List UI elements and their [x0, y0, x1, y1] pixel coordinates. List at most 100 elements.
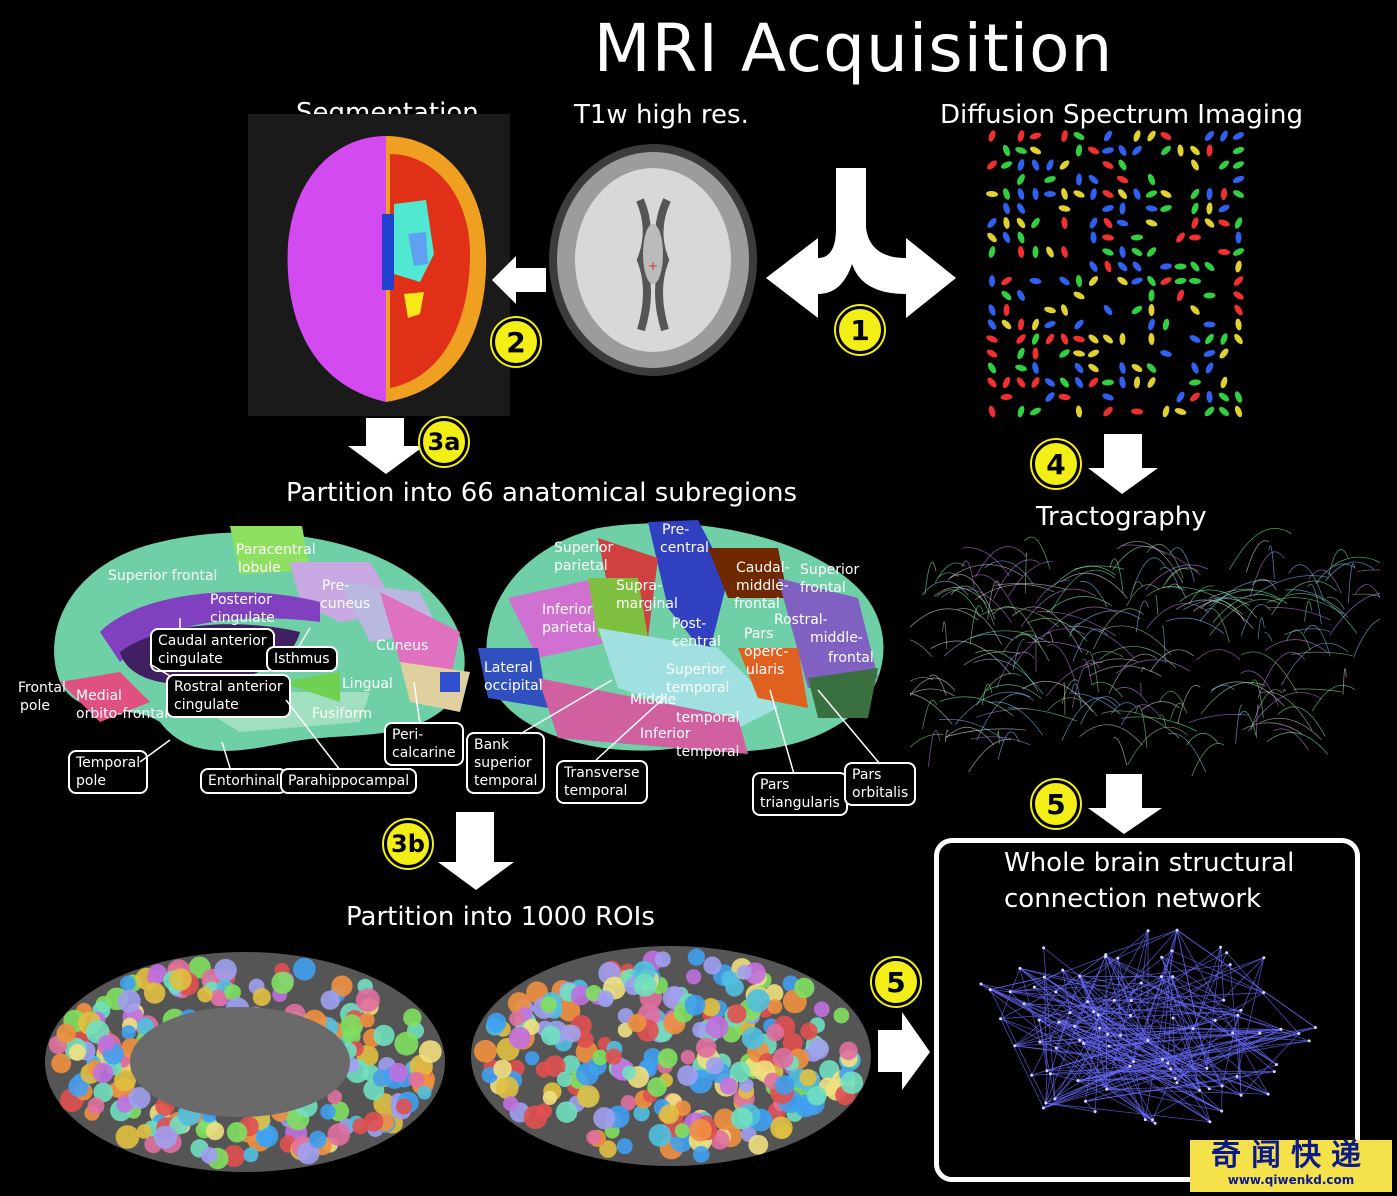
label-precentral-2: central: [660, 540, 709, 556]
step-4-badge: 4: [1032, 440, 1080, 488]
step-2-badge: 2: [492, 318, 540, 366]
label-caudal-middle-frontal-3: frontal: [734, 596, 780, 612]
label-posterior-cingulate-2: cingulate: [210, 610, 275, 626]
label-supramarginal-2: marginal: [616, 596, 678, 612]
box-pericalcarine-line1: Peri-: [392, 727, 424, 743]
dsi-heading: Diffusion Spectrum Imaging: [940, 100, 1303, 130]
box-transverse-temporal: Transverse temporal: [556, 760, 648, 804]
label-inferior-temporal-2: temporal: [676, 744, 740, 760]
network-heading-line2: connection network: [1004, 884, 1262, 914]
label-superior-parietal-1: Superior: [554, 540, 614, 556]
label-lingual: Lingual: [342, 676, 393, 692]
step-3b-badge: 3b: [384, 820, 432, 868]
box-temporal-pole: Temporal pole: [68, 750, 149, 794]
box-pars-tri-line1: Pars: [760, 777, 790, 793]
label-frontal-pole-1: Frontal: [18, 680, 66, 696]
label-rostral-middle-frontal-3: frontal: [828, 650, 874, 666]
box-bank-superior-temporal: Bank superior temporal: [466, 732, 546, 794]
label-pars-opercularis-2: operc-: [744, 644, 789, 660]
watermark-chinese: 奇闻快递: [1211, 1138, 1371, 1173]
arrow-down-3b-icon: [438, 812, 514, 890]
roi-medial-brain: [45, 952, 445, 1172]
arrow-down-5-icon: [1088, 774, 1162, 834]
arrow-down-3a-icon: [348, 418, 424, 474]
label-superior-temporal-2: temporal: [666, 680, 730, 696]
label-superior-temporal-1: Superior: [666, 662, 726, 678]
label-superior-frontal-lat-2: frontal: [800, 580, 846, 596]
partition-66-heading: Partition into 66 anatomical subregions: [286, 478, 798, 508]
label-precentral-1: Pre-: [662, 522, 690, 538]
step-3a-badge: 3a: [420, 418, 468, 466]
step-5b-badge: 5: [872, 958, 920, 1006]
box-isthmus: Isthmus: [266, 646, 338, 672]
label-frontal-pole-2: pole: [20, 698, 50, 714]
label-caudal-middle-frontal-1: Caudal-: [736, 560, 790, 576]
page-title: MRI Acquisition: [593, 10, 1114, 87]
t1w-heading: T1w high res.: [574, 100, 749, 130]
label-inferior-temporal-1: Inferior: [640, 726, 691, 742]
box-pars-orbitalis: Pars orbitalis: [844, 762, 917, 806]
watermark-url: www.qiwenkd.com: [1227, 1173, 1355, 1187]
label-inferior-parietal-2: parietal: [542, 620, 596, 636]
arrow-to-segmentation-icon: [492, 256, 546, 304]
label-superior-parietal-2: parietal: [554, 558, 608, 574]
label-medial-orbitofrontal-1: Medial: [76, 688, 122, 704]
arrow-right-5-icon: [878, 1012, 930, 1090]
arrow-down-4-icon: [1088, 434, 1158, 494]
box-rostral-anterior-line2: cingulate: [174, 697, 239, 713]
box-bank-line1: Bank: [474, 737, 510, 753]
network-panel: [934, 838, 1360, 1182]
box-caudal-anterior-cingulate: Caudal anterior cingulate: [150, 628, 275, 672]
label-posterior-cingulate-1: Posterior: [210, 592, 272, 608]
box-caudal-anterior-line1: Caudal anterior: [158, 633, 267, 649]
label-postcentral-1: Post-: [672, 616, 707, 632]
box-pericalcarine-line2: calcarine: [392, 745, 456, 761]
box-caudal-anterior-line2: cingulate: [158, 651, 223, 667]
box-pars-orb-line1: Pars: [852, 767, 882, 783]
box-rostral-anterior-line1: Rostral anterior: [174, 679, 283, 695]
label-middle-temporal-2: temporal: [676, 710, 740, 726]
label-postcentral-2: central: [672, 634, 721, 650]
box-transverse-line2: temporal: [564, 783, 628, 799]
label-pars-opercularis-1: Pars: [744, 626, 774, 642]
box-pericalcarine: Peri- calcarine: [384, 722, 464, 766]
label-caudal-middle-frontal-2: middle-: [736, 578, 789, 594]
label-paracentral-2: lobule: [238, 560, 281, 576]
partition-1000-heading: Partition into 1000 ROIs: [346, 902, 655, 932]
label-fusiform: Fusiform: [312, 706, 372, 722]
step-5-badge: 5: [1032, 780, 1080, 828]
label-lateral-occipital-2: occipital: [484, 678, 543, 694]
watermark: 奇闻快递 www.qiwenkd.com: [1190, 1140, 1392, 1192]
box-parahippocampal: Parahippocampal: [280, 768, 418, 794]
t1w-brain-image: [549, 144, 757, 376]
label-rostral-middle-frontal-2: middle-: [810, 630, 863, 646]
label-rostral-middle-frontal-1: Rostral-: [774, 612, 828, 628]
step-1-badge: 1: [836, 306, 884, 354]
dsi-glyph-field: [986, 130, 1245, 418]
label-supramarginal-1: Supra-: [616, 578, 663, 594]
tractography-image: [910, 528, 1380, 776]
box-bank-line3: temporal: [474, 773, 538, 789]
box-temporal-pole-line2: pole: [76, 773, 106, 789]
label-precuneus-2: cuneus: [320, 596, 371, 612]
label-middle-temporal-1: Middle: [630, 692, 677, 708]
box-temporal-pole-line1: Temporal: [76, 755, 141, 771]
label-lateral-occipital-1: Lateral: [484, 660, 533, 676]
label-inferior-parietal-1: Inferior: [542, 602, 593, 618]
box-rostral-anterior-cingulate: Rostral anterior cingulate: [166, 674, 291, 718]
connection-network-graph: [979, 928, 1317, 1125]
label-pars-opercularis-3: ularis: [746, 662, 785, 678]
box-pars-orb-line2: orbitalis: [852, 785, 909, 801]
box-bank-line2: superior: [474, 755, 532, 771]
network-heading-line1: Whole brain structural: [1004, 848, 1295, 878]
label-precuneus-1: Pre-: [322, 578, 350, 594]
segmentation-image: [248, 114, 510, 416]
box-transverse-line1: Transverse: [564, 765, 640, 781]
box-pars-tri-line2: triangularis: [760, 795, 840, 811]
label-paracentral-1: Paracentral: [236, 542, 316, 558]
tractography-heading: Tractography: [1036, 502, 1207, 532]
label-cuneus: Cuneus: [376, 638, 429, 654]
label-superior-frontal-lat-1: Superior: [800, 562, 860, 578]
split-arrow-icon: [766, 168, 956, 318]
